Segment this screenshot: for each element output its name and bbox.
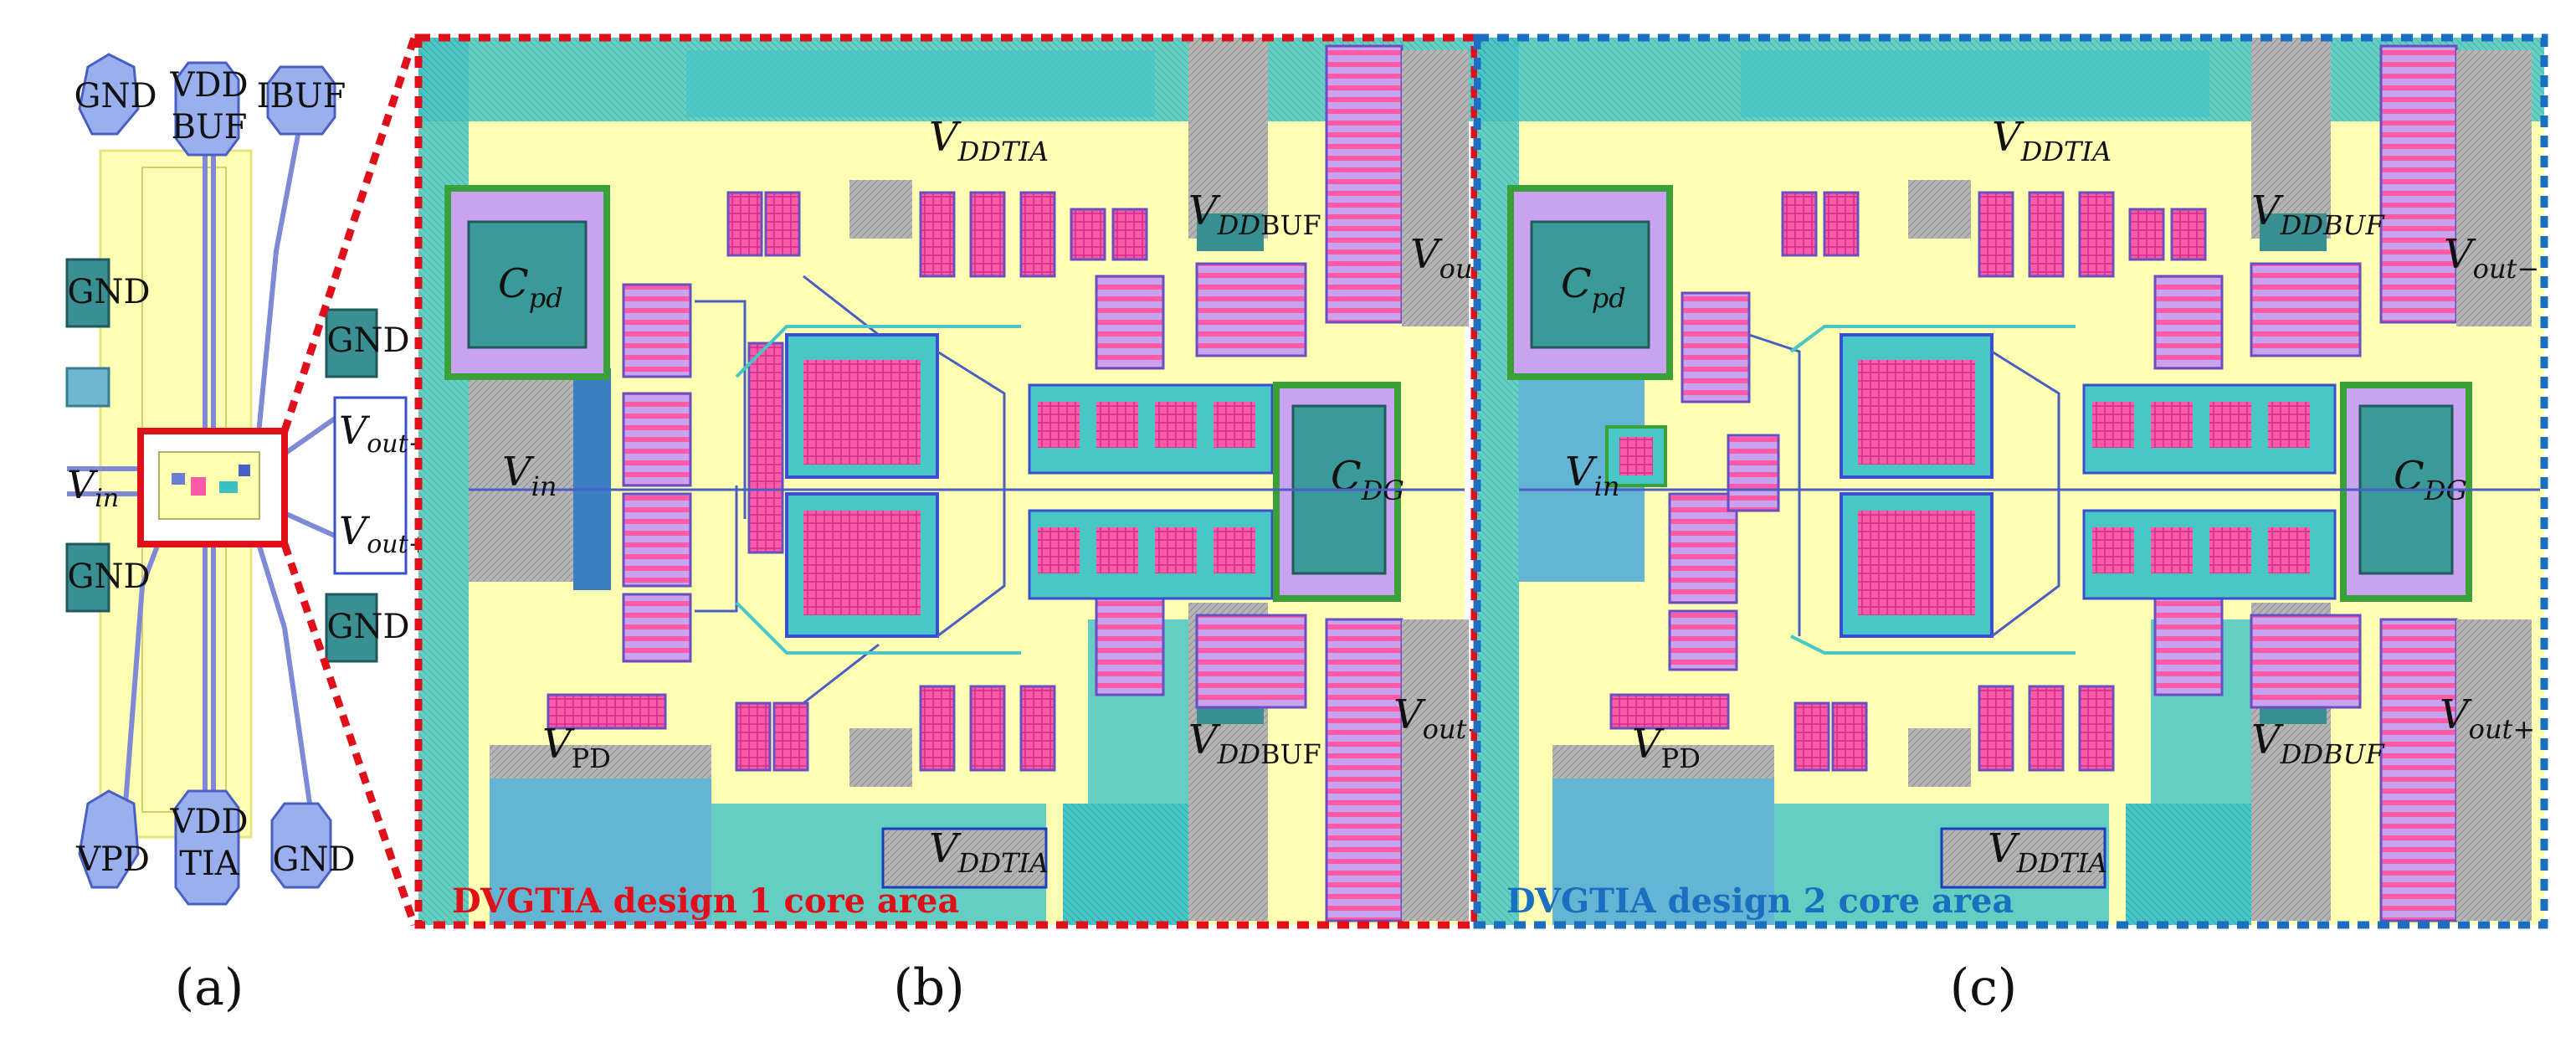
a-vout-minus-label: Vout− [339, 408, 429, 459]
b-input-pair [747, 333, 939, 638]
b-top-devices [726, 191, 1307, 370]
c-cdg-label: CDG [2394, 453, 2467, 506]
panel-b: Cpd [414, 33, 1506, 1017]
pad-gnd-right-lower: GND [325, 593, 410, 663]
b-wiring [469, 275, 1465, 705]
c-vddtia-bottom-label: VDDTIA [1988, 825, 2107, 879]
c-left-transistors [1605, 291, 1780, 671]
panel-c: Cpd [1473, 33, 2548, 1017]
b-vddbuf-bottom-label: VDDBUF [1188, 717, 1321, 770]
c-input-pair [1840, 333, 1994, 638]
svg-text:VDD: VDD [169, 803, 248, 841]
b-design1-border [414, 33, 1479, 929]
caption-a: (a) [175, 958, 244, 1017]
svg-text:GND: GND [326, 321, 409, 360]
vout-bracket [333, 396, 408, 575]
c-design2-border [1473, 33, 2548, 929]
pad-gnd-left-upper: GND [65, 258, 151, 328]
c-buffer-columns [2379, 44, 2532, 922]
c-core-label: DVGTIA design 2 core area [1506, 881, 2014, 921]
svg-text:TIA: TIA [179, 845, 239, 883]
b-vddtia-bottom-label: VDDTIA [929, 825, 1049, 879]
pad-vddtia: VDD TIA [169, 789, 249, 906]
pad-gnd-left-lower: GND [65, 542, 151, 613]
b-vin-label: Vin [502, 449, 557, 502]
svg-text:GND: GND [67, 273, 150, 311]
b-cpd: Cpd [444, 185, 610, 380]
b-vddtia-top-label: VDDTIA [929, 114, 1049, 167]
svg-text:GND: GND [272, 840, 355, 879]
c-vddtia-top-label: VDDTIA [1992, 114, 2112, 167]
pad-vpd: VPD [75, 789, 150, 889]
panel-a: GND VDD BUF IBUF GND GND GND GND [65, 36, 429, 1017]
svg-text:BUF: BUF [172, 108, 248, 146]
zoom-line-top [280, 36, 418, 433]
b-left-transistors [622, 283, 692, 663]
svg-text:GND: GND [326, 608, 409, 646]
svg-text:VDD: VDD [169, 66, 248, 105]
c-vddbuf-bottom-label: VDDBUF [2251, 717, 2385, 770]
c-top-devices [1781, 191, 2362, 370]
caption-b: (b) [893, 958, 964, 1017]
b-bottom-devices [547, 584, 1307, 772]
c-vpd-label: VPD [1632, 721, 1701, 774]
svg-text:GND: GND [74, 77, 157, 116]
c-vout-minus-label: Vout− [2444, 231, 2539, 285]
b-vpd-label: VPD [542, 721, 611, 774]
caption-c: (c) [1950, 958, 2017, 1017]
b-middle-devices [1028, 383, 1274, 600]
c-wiring [1519, 333, 2540, 638]
b-core-label: DVGTIA design 1 core area [452, 881, 959, 921]
pad-routing [67, 116, 336, 804]
pad-gnd-right-upper: GND [325, 308, 410, 378]
c-vddbuf-top-label: VDDBUF [2251, 188, 2385, 241]
pad-if [65, 367, 110, 408]
svg-text:GND: GND [67, 557, 150, 596]
c-cpd: Cpd [1507, 185, 1673, 380]
svg-text:VPD: VPD [75, 840, 150, 879]
c-middle-devices [2082, 383, 2337, 600]
pad-gnd-top-left: GND [74, 53, 157, 136]
b-vddbuf-top-label: VDDBUF [1188, 188, 1321, 241]
svg-text:IBUF: IBUF [257, 77, 346, 116]
b-cdg: CDG [1273, 382, 1404, 602]
pad-gnd-bottom-right: GND [270, 802, 356, 889]
c-vin-label: Vin [1565, 449, 1620, 502]
b-cpd-label: Cpd [498, 260, 563, 314]
c-vout-plus-label: Vout+ [2440, 691, 2535, 745]
pad-ibuf: IBUF [257, 65, 346, 136]
c-cdg: CDG [2340, 382, 2472, 602]
zoom-line-bottom [280, 542, 418, 927]
a-vin-label: Vin [67, 462, 119, 513]
c-cpd-label: Cpd [1561, 260, 1626, 314]
b-buffer-columns [1325, 44, 1469, 922]
pad-vddbuf: VDD BUF [169, 61, 249, 157]
a-vout-plus-label: Vout+ [339, 508, 429, 559]
